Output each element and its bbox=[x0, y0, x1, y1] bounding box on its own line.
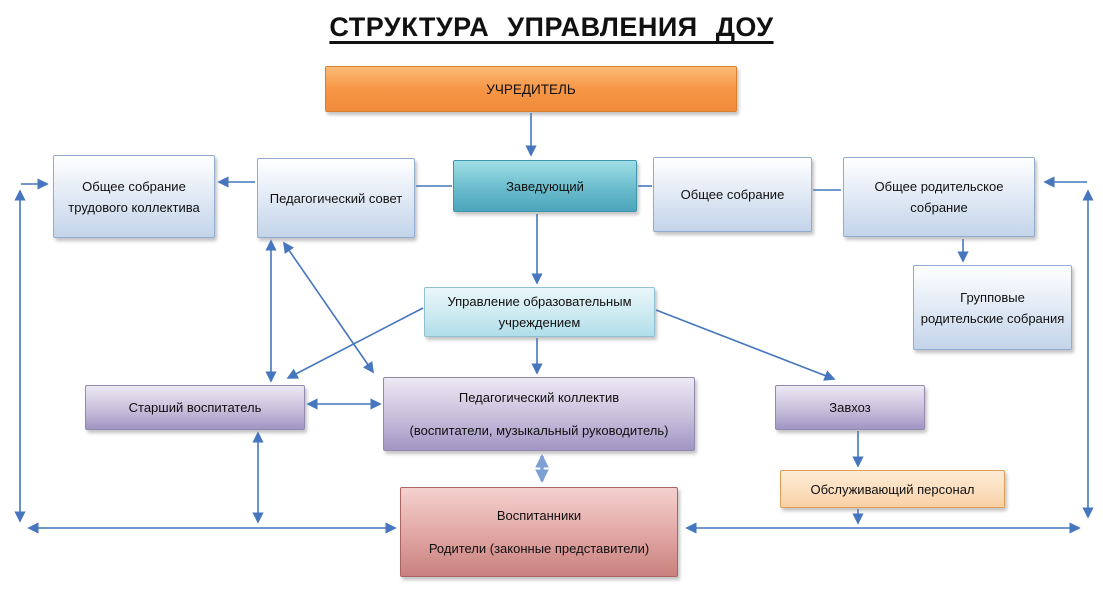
node-staff-meeting-label: Общее собрание трудового коллектива bbox=[68, 178, 200, 215]
node-parents-meeting: Общее родительское собрание bbox=[843, 157, 1035, 237]
node-staff-meeting: Общее собрание трудового коллектива bbox=[53, 155, 215, 238]
node-ped-staff-line1: Педагогический коллектив bbox=[458, 390, 620, 405]
node-ped-staff-line2: (воспитатели, музыкальный руководитель) bbox=[409, 423, 669, 438]
node-ped-council-label: Педагогический совет bbox=[269, 190, 403, 206]
node-founder-label: УЧРЕДИТЕЛЬ bbox=[486, 81, 576, 97]
node-management-label: Управление образовательным учреждением bbox=[447, 294, 632, 330]
node-senior-teacher: Старший воспитатель bbox=[85, 385, 305, 430]
node-pupils: Воспитанники Родители (законные представ… bbox=[400, 487, 678, 577]
node-zavhoz-label: Завхоз bbox=[829, 400, 871, 415]
node-pupils-line1: Воспитанники bbox=[496, 508, 582, 523]
node-group-meetings-label: Групповые родительские собрания bbox=[920, 289, 1065, 326]
node-group-meetings: Групповые родительские собрания bbox=[913, 265, 1072, 350]
node-ped-staff: Педагогический коллектив (воспитатели, м… bbox=[383, 377, 695, 451]
node-head: Заведующий bbox=[453, 160, 637, 212]
node-head-label: Заведующий bbox=[506, 178, 584, 194]
node-service-staff-label: Обслуживающий персонал bbox=[810, 481, 975, 497]
node-ped-council: Педагогический совет bbox=[257, 158, 415, 238]
node-general-meeting: Общее собрание bbox=[653, 157, 812, 232]
edge-council-pedstaff bbox=[283, 241, 374, 374]
node-founder: УЧРЕДИТЕЛЬ bbox=[325, 66, 737, 112]
node-management: Управление образовательным учреждением bbox=[424, 287, 655, 337]
node-zavhoz: Завхоз bbox=[775, 385, 925, 430]
edge-management-seniorteacher bbox=[286, 307, 424, 379]
edge-management-zavhoz bbox=[655, 309, 836, 381]
node-general-meeting-label: Общее собрание bbox=[680, 187, 785, 202]
node-pupils-line2: Родители (законные представители) bbox=[428, 541, 650, 556]
node-senior-teacher-label: Старший воспитатель bbox=[128, 400, 262, 415]
page-title: СТРУКТУРА УПРАВЛЕНИЯ ДОУ bbox=[329, 12, 774, 42]
node-service-staff: Обслуживающий персонал bbox=[780, 470, 1005, 508]
node-parents-meeting-label: Общее родительское собрание bbox=[874, 179, 1004, 215]
